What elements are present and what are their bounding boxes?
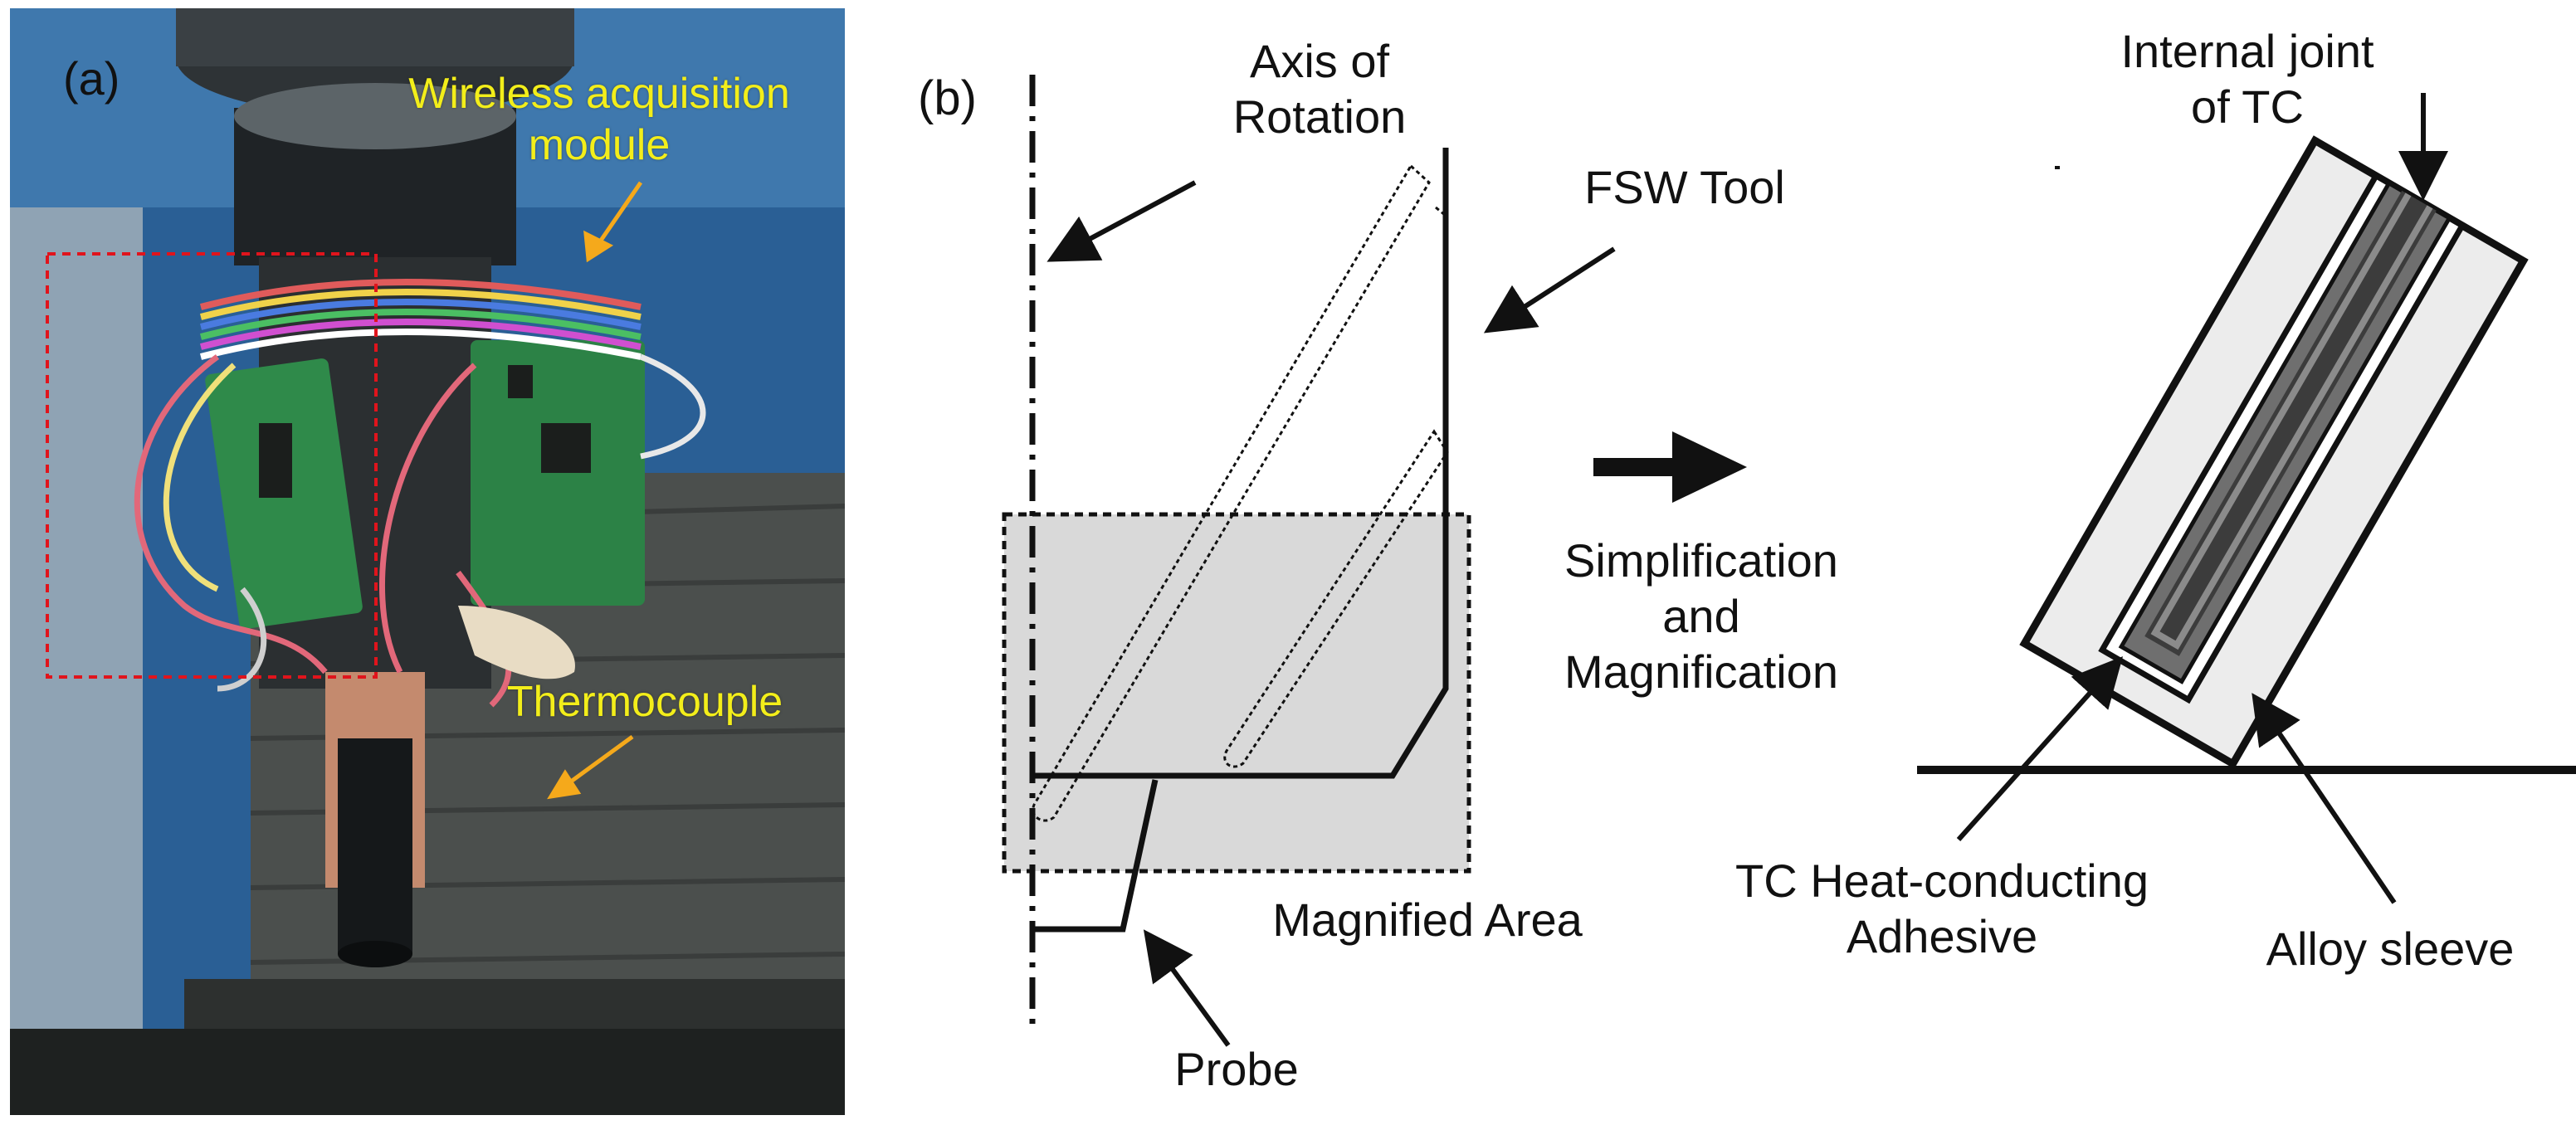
simplification-label: Simplification and Magnification [1527,533,1876,700]
axis-label: Axis of Rotation [1170,33,1469,144]
wireless-module-label: Wireless acquisition module [350,68,845,172]
fsw-tool-outline [1032,148,1449,779]
fsw-tool-label: FSW Tool [1584,161,1785,213]
internal-joint-line1: Internal joint [2120,25,2374,77]
alloy-sleeve-label: Alloy sleeve [2266,923,2515,975]
axis-label-line2: Rotation [1232,90,1407,144]
thermocouple-channel-1 [1032,163,1431,822]
magnified-area-label: Magnified Area [1272,894,1583,946]
adhesive-arrow [1956,656,2124,842]
simplification-line2: and [1662,590,1740,643]
photo-illustration [10,8,845,1115]
axis-label-line1: Axis of [1249,35,1390,87]
thermocouple-channel-2 [1223,429,1449,768]
probe-label: Probe [1174,1043,1299,1095]
axis-arrow [1046,180,1197,262]
simplification-line1: Simplification [1564,534,1838,587]
tc-adhesive-label: TC Heat-conducting Adhesive [1693,853,2191,964]
probe-arrow [1143,929,1231,1047]
alloy-sleeve-arrow [2252,693,2397,904]
transform-arrow [1593,431,1747,503]
schematic-panel: (b) Axis of Rotation FSW Tool Magnified … [855,0,2576,1125]
wireless-label-line2: module [528,121,671,170]
acquisition-module-box [46,181,643,800]
thermocouple-label: Thermocouple [506,678,783,726]
orange-arrows [547,181,643,800]
simplification-line3: Magnification [1564,645,1838,699]
panel-label-a: (a) [63,52,120,105]
wireless-label-line1: Wireless acquisition [408,70,790,118]
tc-adhesive-line2: Adhesive [1846,910,2038,963]
panel-label-b: (b) [918,71,977,125]
probe-outline [1032,779,1159,933]
photo-panel: (a) Wireless acquisition module Thermoco… [10,8,845,1115]
magnified-thermocouple [2019,135,2529,769]
magnified-area-box [1002,512,1471,874]
schematic-drawing [1002,75,2576,1047]
tc-adhesive-line1: TC Heat-conducting [1734,855,2149,907]
internal-joint-label: Internal joint of TC [2056,23,2438,134]
internal-joint-line2: of TC [2191,80,2304,134]
fsw-tool-arrow [1483,246,1616,334]
